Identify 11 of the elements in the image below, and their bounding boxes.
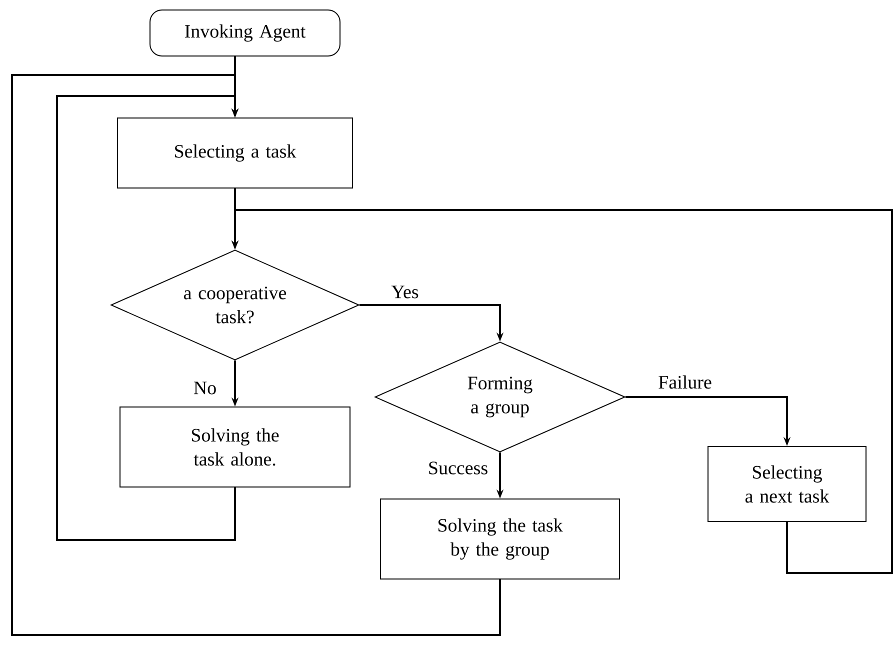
process-box: Solving the task by the group [380, 498, 620, 580]
terminal-box: Invoking Agent [150, 10, 340, 56]
process-box: Selecting a next task [708, 446, 866, 522]
process-box: Solving the task alone. [120, 406, 350, 488]
arrow [56, 95, 239, 541]
edge-label: Failure [657, 374, 713, 390]
edge-label: No [192, 380, 218, 396]
process-box: Selecting a task [117, 118, 353, 188]
edge-label: Success [426, 460, 490, 476]
edge-label: Yes [390, 284, 420, 300]
arrow [11, 74, 501, 636]
